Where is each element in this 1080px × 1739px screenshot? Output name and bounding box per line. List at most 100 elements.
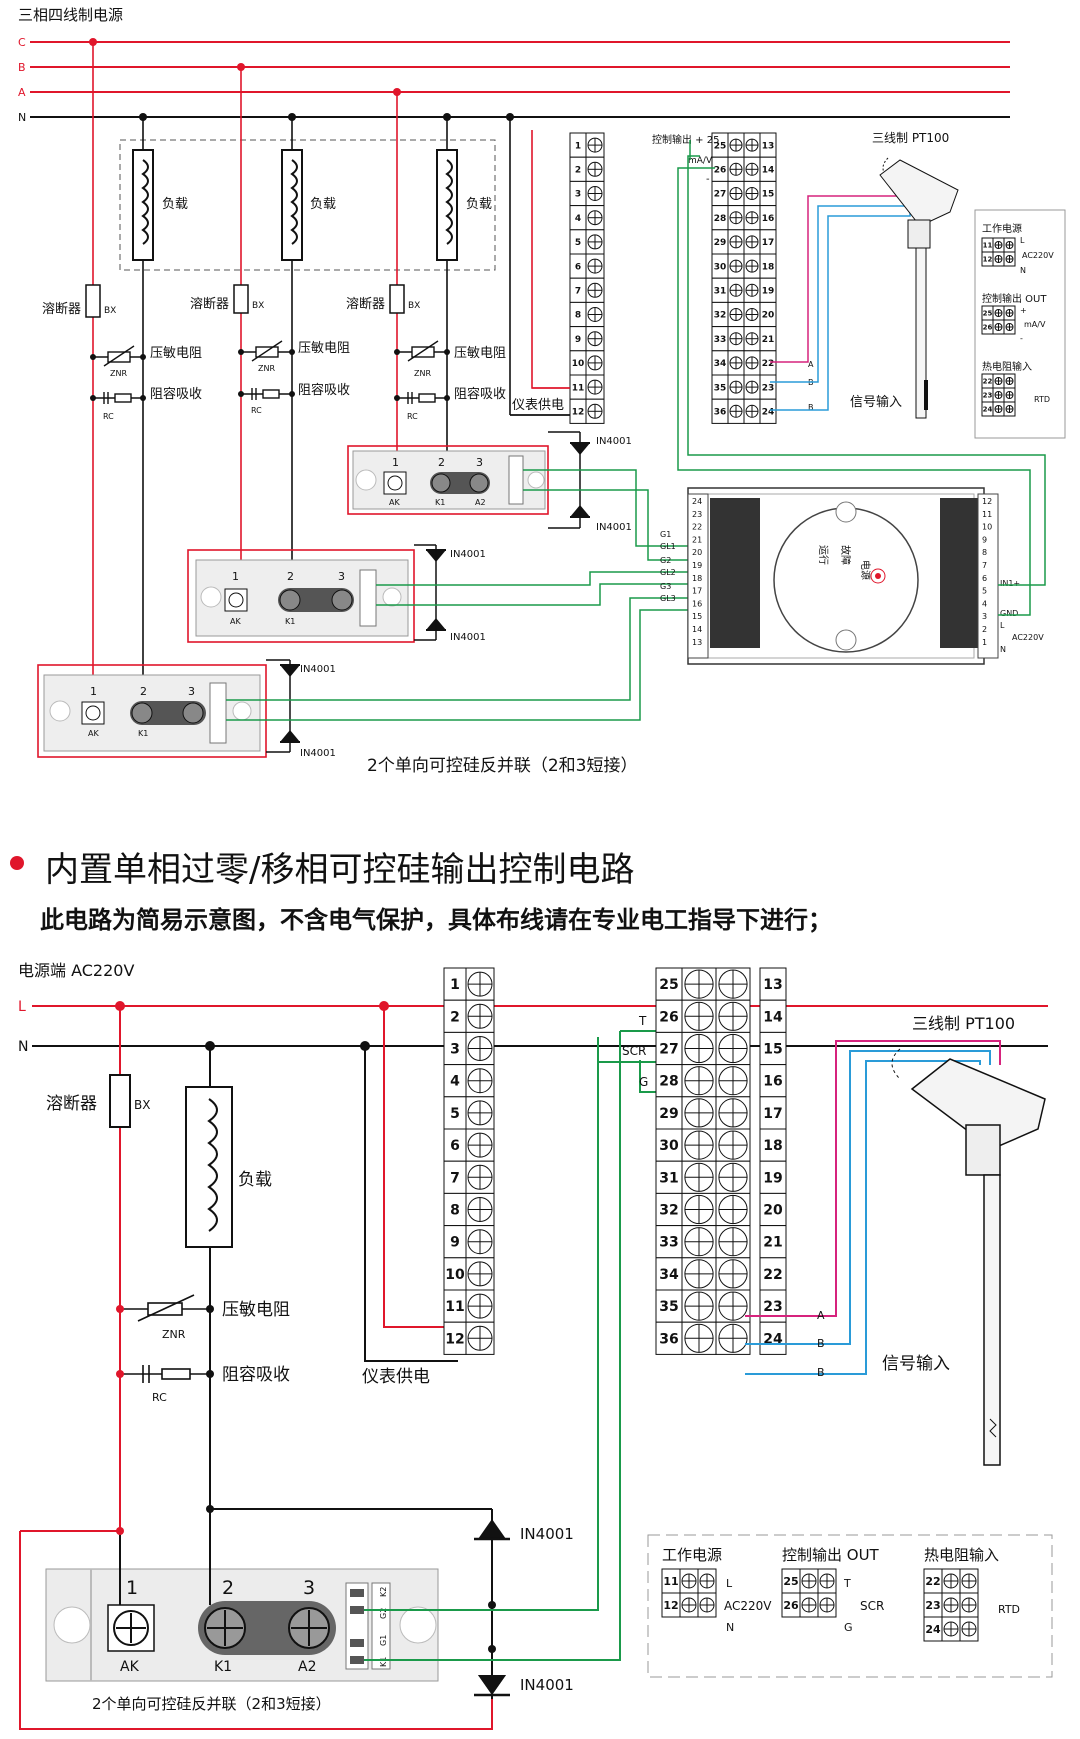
top-legend-blocks-pin-24: 24 [981, 401, 1016, 417]
top-mid-term-27: 27 [711, 180, 761, 207]
bottom-diodes [474, 1519, 510, 1697]
top-abb-a: A [808, 360, 814, 369]
top-mid-term-29: 29 [711, 229, 761, 255]
top-right-term-23: 23 [759, 374, 777, 400]
section-heading: 内置单相过零/移相可控硅输出控制电路 此电路为简易示意图，不含电气保护，具体布线… [10, 842, 1070, 952]
bottom-ssr-term-1: 1 [126, 1577, 138, 1599]
bottom-diode-label-1: IN4001 [520, 1525, 574, 1543]
top-mid-term-30: 30 [711, 253, 761, 279]
bot-legend-blocks-pin-label-11: 11 [663, 1575, 678, 1588]
bottom-left-term-label-7: 7 [450, 1170, 460, 1186]
top-legend-blocks-pin-12: 12 [981, 251, 1016, 267]
top-left-term-4: 4 [569, 205, 605, 231]
ssr2-term-3: 3 [338, 570, 345, 583]
module-right-term-2: 2 [982, 625, 987, 634]
top-mid-term-33: 33 [711, 326, 761, 352]
diode-label-4: IN4001 [450, 632, 486, 643]
neutral-label: N [18, 111, 26, 124]
bottom-left-term-label-3: 3 [450, 1042, 460, 1058]
top-right-term-label-19: 19 [762, 287, 775, 297]
bottom-right-term-24: 24 [759, 1321, 787, 1355]
bottom-abb-a: A [817, 1309, 825, 1322]
bot-legend-blocks-pin-24: 24 [923, 1616, 979, 1642]
bot-legend-blocks-pin-label-12: 12 [663, 1599, 678, 1612]
bottom-mid-term-36: 36 [655, 1321, 751, 1355]
top-left-term-label-10: 10 [572, 359, 585, 369]
ssr3-term-2: 2 [438, 456, 445, 469]
bottom-label-t: T [638, 1014, 647, 1028]
bot-legend-blocks-pin-25: 25 [781, 1568, 837, 1594]
top-mid-term-36: 36 [711, 398, 761, 424]
top-left-term-label-5: 5 [575, 238, 581, 248]
bot-legend-blocks-pin-label-23: 23 [925, 1599, 940, 1612]
bottom-mid-term-34: 34 [655, 1257, 751, 1291]
module-in1-label: IN1+ [1000, 579, 1020, 588]
top-mid-term-label-34: 34 [714, 359, 727, 369]
top-right-term-label-17: 17 [762, 238, 775, 248]
bottom-left-term-9: 9 [443, 1225, 495, 1259]
bottom-right-term-label-15: 15 [763, 1042, 782, 1058]
top-legend-blocks-pin-label-26: 26 [983, 324, 993, 332]
bottom-load-label: 负载 [238, 1170, 272, 1190]
bottom-mid-term-27: 27 [655, 1031, 751, 1066]
bottom-signal-input: 信号输入 [882, 1354, 950, 1374]
module-right-term-10: 10 [982, 523, 992, 532]
bottom-fuse-label: 溶断器 [46, 1094, 97, 1114]
module-left-term-15: 15 [692, 612, 702, 621]
top-legend-ac220: AC220V [1022, 251, 1054, 260]
bottom-varistor-label: 压敏电阻 [222, 1300, 290, 1320]
top-left-term-10: 10 [569, 350, 605, 376]
top-mid-term-31: 31 [711, 277, 761, 303]
module-power-label: 电源 [859, 560, 872, 580]
top-legend-blocks-pin-22: 22 [981, 373, 1016, 389]
bottom-snubber-code: RC [152, 1391, 167, 1404]
snubber-code-2: RC [251, 406, 262, 415]
top-left-term-label-11: 11 [572, 383, 585, 393]
top-left-term-label-4: 4 [575, 214, 581, 224]
top-right-term-22: 22 [759, 350, 777, 376]
ssr1-ak: AK [88, 729, 99, 738]
bottom-load-coil: 负载 [185, 1046, 272, 1509]
bottom-right-term-21: 21 [759, 1225, 787, 1259]
bottom-ssr-g2: G2 [379, 1608, 388, 1619]
bottom-mid-term-label-27: 27 [659, 1042, 678, 1058]
bottom-right-term-13: 13 [759, 967, 787, 1001]
top-mid-term-label-36: 36 [714, 408, 727, 418]
top-right-term-label-15: 15 [762, 190, 775, 200]
gate-labels: G1 GL1 G2 GL2 G3 GL3 [660, 530, 676, 603]
module-right-term-3: 3 [982, 612, 987, 621]
module-l-label: L [1000, 621, 1005, 630]
module-left-term-21: 21 [692, 535, 702, 544]
bottom-mid-term-30: 30 [655, 1128, 751, 1162]
top-left-term-1: 1 [569, 132, 605, 158]
bottom-legend-scr: SCR [860, 1599, 884, 1613]
top-left-term-12: 12 [569, 398, 605, 424]
bottom-left-term-7: 7 [443, 1160, 495, 1194]
top-right-term-16: 16 [759, 205, 777, 231]
top-mid-term-35: 35 [711, 374, 761, 400]
load-label-1: 负载 [162, 197, 188, 212]
bottom-right-term-23: 23 [759, 1289, 787, 1323]
top-mid-term-34: 34 [711, 350, 761, 376]
bottom-mid-term-label-28: 28 [659, 1074, 678, 1090]
bottom-legend-n: N [726, 1621, 734, 1634]
bottom-ssr-k1-side: K1 [379, 1657, 388, 1667]
top-right-term-label-16: 16 [762, 214, 775, 224]
top-left-term-6: 6 [569, 253, 605, 279]
section-title: 内置单相过零/移相可控硅输出控制电路 [45, 850, 635, 890]
bot-legend-blocks-pin-label-26: 26 [783, 1599, 799, 1612]
varistor-code-2: ZNR [258, 364, 275, 373]
bottom-mid-term-label-26: 26 [659, 1009, 678, 1025]
top-right-term-21: 21 [759, 326, 777, 352]
bottom-right-term-label-22: 22 [763, 1267, 782, 1283]
bottom-left-term-label-6: 6 [450, 1138, 460, 1154]
bottom-abb-b1: B [817, 1337, 825, 1350]
top-right-term-label-21: 21 [762, 335, 775, 345]
bottom-left-term-label-1: 1 [450, 977, 460, 993]
bottom-mid-term-26: 26 [655, 999, 751, 1033]
bottom-ssr-g1: G1 [379, 1635, 388, 1646]
top-mid-term-32: 32 [711, 301, 761, 328]
top-mid-term-label-33: 33 [714, 335, 727, 345]
bottom-right-term-label-23: 23 [763, 1299, 782, 1315]
